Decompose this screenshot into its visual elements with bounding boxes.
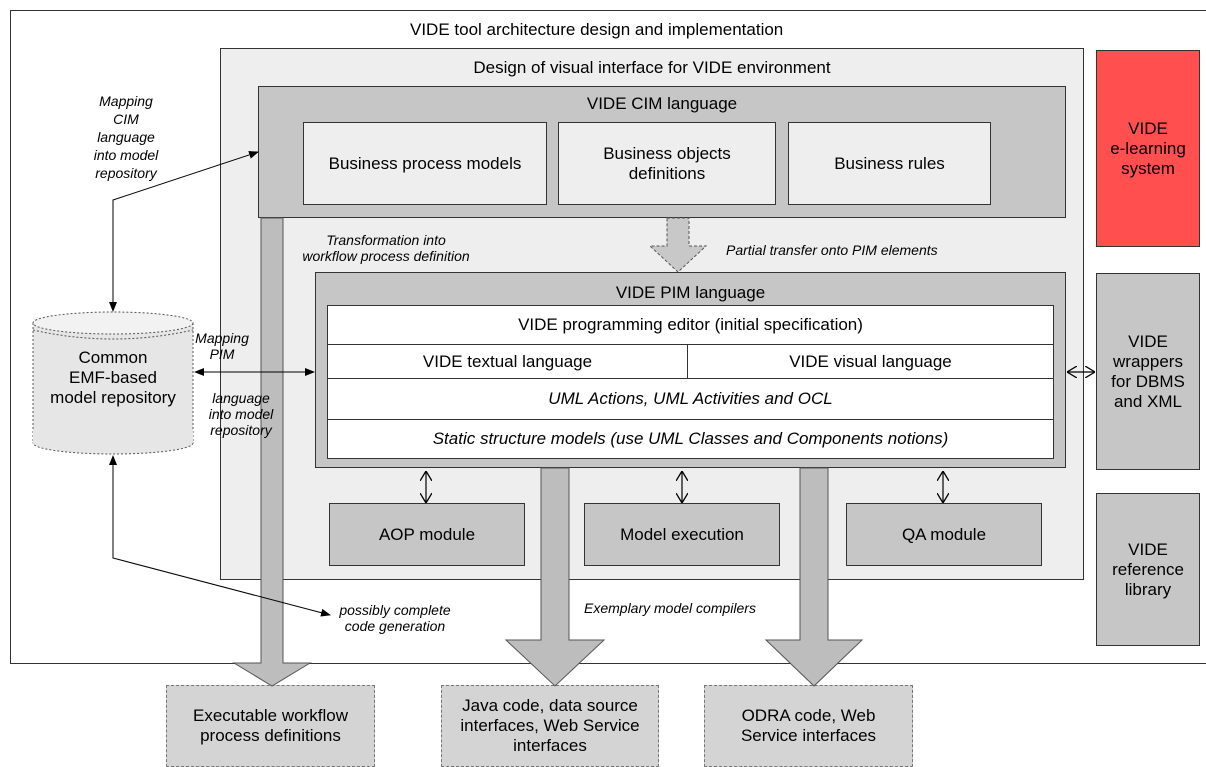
output-java-code: Java code, data source interfaces, Web S… [441, 685, 659, 767]
mapping-cim-arrow [109, 151, 259, 312]
pim-language-title: VIDE PIM language [615, 283, 766, 302]
repository-cylinder [32, 311, 194, 455]
model-execution-module: Model execution [584, 503, 780, 566]
visual-interface-title: Design of visual interface for VIDE envi… [473, 58, 831, 77]
partial-transfer-arrow [648, 217, 708, 273]
wrappers-box: VIDE wrappers for DBMS and XML [1096, 273, 1200, 470]
java-compiler-arrow [504, 467, 606, 687]
outer-frame [10, 10, 1206, 664]
pim-visual-language: VIDE visual language [687, 344, 1054, 379]
pim-static-structure-models: Static structure models (use UML Classes… [327, 419, 1054, 459]
cim-item-business-rules: Business rules [788, 122, 991, 205]
qa-module: QA module [846, 503, 1042, 566]
transformation-annotation: Transformation into workflow process def… [302, 232, 470, 264]
cim-item-business-objects-definitions: Business objects definitions [558, 122, 776, 205]
cim-item-business-process-models: Business process models [303, 122, 547, 205]
mapping-pim-annotation-bottom: language into model repository [208, 390, 274, 438]
elearning-system-box: VIDE e-learning system [1096, 50, 1200, 247]
pim-textual-language: VIDE textual language [327, 344, 688, 379]
reference-library-box: VIDE reference library [1096, 493, 1200, 646]
output-workflow-definitions: Executable workflow process definitions [166, 685, 375, 767]
code-generation-annotation: possibly complete code generation [339, 602, 451, 634]
output-odra-code: ODRA code, Web Service interfaces [704, 685, 913, 767]
partial-transfer-annotation: Partial transfer onto PIM elements [726, 242, 938, 258]
outer-title: VIDE tool architecture design and implem… [410, 20, 784, 39]
compilers-annotation: Exemplary model compilers [584, 600, 756, 616]
pim-programming-editor: VIDE programming editor (initial specifi… [327, 305, 1054, 345]
mapping-cim-annotation: Mapping CIM language into model reposito… [93, 93, 159, 181]
cim-language-title: VIDE CIM language [586, 94, 738, 113]
repository-label: Common EMF-based model repository [50, 348, 176, 407]
aop-module: AOP module [329, 503, 525, 566]
odra-compiler-arrow [764, 467, 864, 687]
mapping-pim-annotation-top: Mapping PIM [195, 330, 249, 362]
code-generation-arrow [109, 455, 331, 617]
workflow-transformation-arrow [232, 217, 312, 687]
pim-uml-actions: UML Actions, UML Activities and OCL [327, 378, 1054, 420]
